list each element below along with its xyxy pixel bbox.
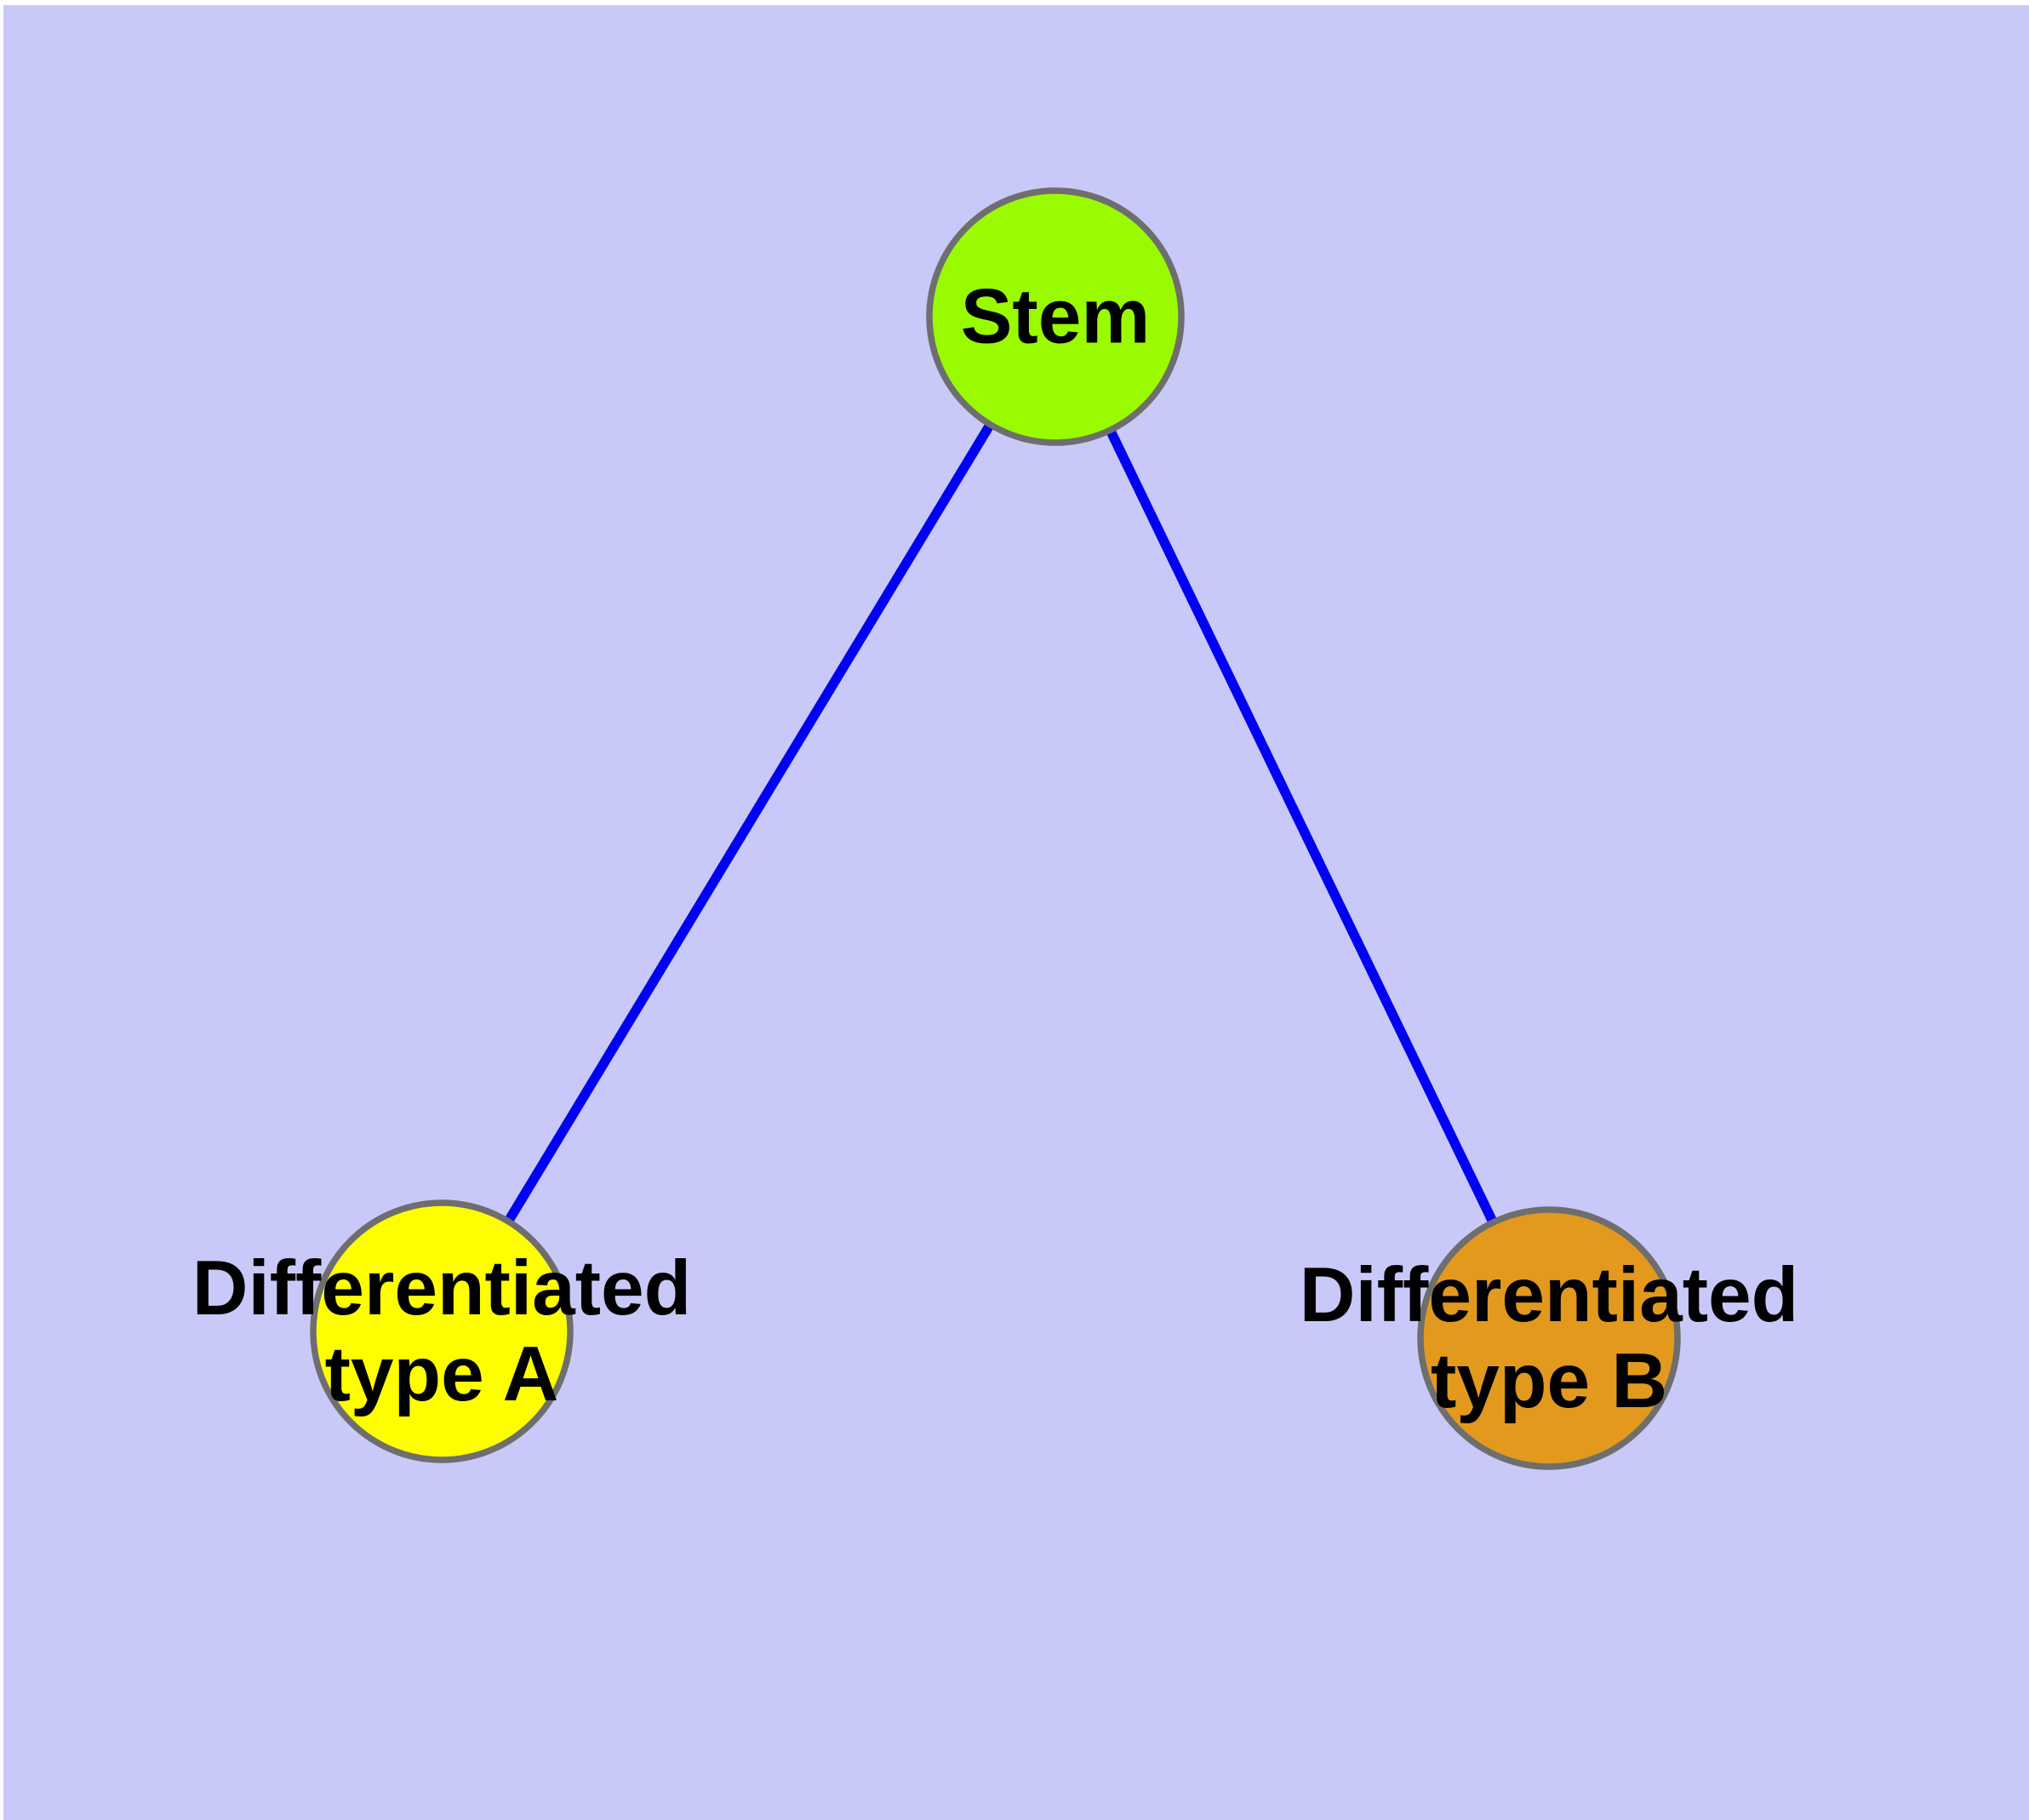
edge-stem-to-typeB xyxy=(1050,314,1554,1341)
node-label-stem: Stem xyxy=(960,273,1151,360)
node-differentiated-type-b xyxy=(1417,1206,1681,1470)
node-stem xyxy=(926,187,1185,446)
node-label-differentiated-type-a: Differentiated type A xyxy=(191,1245,692,1417)
node-differentiated-type-a xyxy=(310,1199,574,1463)
edge-stem-to-typeA xyxy=(437,314,1060,1334)
node-label-differentiated-type-b: Differentiated type B xyxy=(1299,1252,1799,1424)
